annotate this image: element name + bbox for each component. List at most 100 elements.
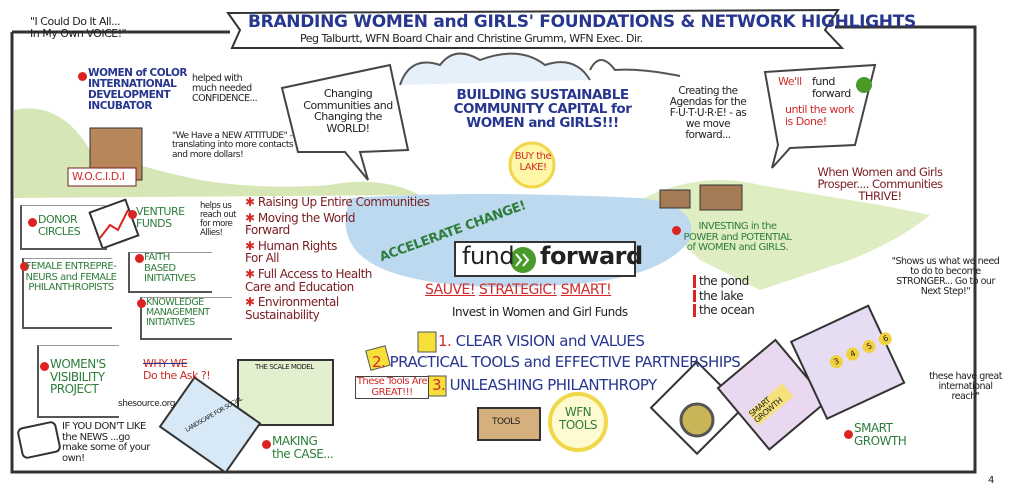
bullet-icon (262, 440, 271, 449)
asterisk-icon: ✱ (245, 195, 255, 209)
smart-growth-text: SMART GROWTH (854, 421, 907, 448)
knowledge-box (140, 297, 232, 340)
invest-funds-text: Invest in Women and Girl Funds (452, 305, 628, 319)
scale-ocean: the ocean (693, 304, 755, 317)
note-new-attitude: "We Have a NEW ATTITUDE" -translating in… (172, 131, 294, 160)
goal-item: ✱ Human Rights For All (245, 238, 345, 265)
page-number: 4 (988, 475, 994, 486)
scale-model-label: THE SCALE MODEL (255, 363, 314, 371)
bullet-icon (137, 299, 146, 308)
item-text: CLEAR VISION and VALUES (455, 332, 645, 350)
bullet-icon (40, 362, 49, 371)
logo-chevrons-glyph (515, 253, 530, 267)
helps-reach-note: helps us reach out for more Allies! (200, 201, 236, 238)
why-we-struck: WHY WE (143, 357, 188, 370)
wocidi-title: WOMEN of COLOR INTERNATIONAL DEVELOPMENT… (88, 67, 187, 113)
faith-box (128, 252, 212, 293)
chart-line (99, 209, 129, 239)
smart-word: SMART! (560, 282, 612, 298)
quote-own-voice: "I Could Do It All... In My Own VOICE!" (30, 15, 127, 40)
toolbox-label: TOOLS (492, 417, 520, 427)
item-number: 2. (372, 353, 386, 371)
logo-forward: forward (540, 242, 643, 270)
sticky-note-2 (365, 345, 391, 371)
speech-bubble-fund-forward (763, 63, 877, 169)
note-confidence: helped with much needed CONFIDENCE... (192, 73, 258, 104)
bullet-icon (128, 210, 137, 219)
goal-text: Moving the World Forward (245, 210, 355, 238)
page-title: BRANDING WOMEN and GIRLS' FOUNDATIONS & … (248, 12, 916, 32)
sauve-strategic-smart: SAUVE! STRATEGIC! SMART! (425, 282, 612, 298)
changing-communities-text: Changing Communities and Changing the WO… (303, 87, 393, 135)
womens-visibility-label: WOMEN'S VISIBILITY PROJECT (50, 357, 106, 397)
sticky-note-1 (417, 331, 437, 353)
speech-bubble-changing (280, 63, 410, 181)
item-unleashing: 3. UNLEASHING PHILANTHROPY (432, 376, 658, 394)
bullet-icon (28, 218, 37, 227)
sauve-word: SAUVE! (425, 282, 476, 298)
house-icon-2 (659, 189, 691, 209)
scales-list: the pond the lake the ocean (693, 275, 755, 317)
item-practical-tools: 2. PRACTICAL TOOLS and EFFECTIVE PARTNER… (372, 353, 741, 371)
fund-forward-we-ll: We'll (778, 75, 802, 88)
goal-text: Environmental Sustainability (245, 295, 339, 322)
frame (10, 25, 977, 474)
title-banner-shape (226, 8, 845, 49)
goal-text: Raising Up Entire Communities (257, 195, 430, 209)
item-text: PRACTICAL TOOLS and EFFECTIVE PARTNERSHI… (389, 353, 741, 371)
knowledge-management-label: KNOWLEDGE MANAGEMENT INITIATIVES (146, 297, 210, 328)
logo-chevrons-icon (510, 247, 536, 273)
sun-wfn-tools (548, 392, 608, 452)
item-number: 3. (432, 376, 446, 394)
asterisk-icon: ✱ (245, 210, 255, 225)
landscape-card (158, 376, 262, 474)
building-capital-heading: BUILDING SUSTAINABLE COMMUNITY CAPITAL f… (453, 87, 632, 132)
when-women-prosper-text: When Women and Girls Prosper.... Communi… (817, 165, 943, 204)
investing-power-text: INVESTING in the POWER and POTENTIAL of … (683, 221, 792, 253)
asterisk-icon: ✱ (245, 295, 255, 310)
tv-icon (17, 421, 61, 459)
visibility-box (37, 345, 119, 418)
international-reach-quote: these have great international reach" (929, 371, 1002, 402)
creating-agendas-text: Creating the Agendas for the F·U·T·U·R·E… (669, 85, 747, 142)
wocidi-sign-label: W.O.C.I.D.I (72, 170, 125, 183)
news-note: IF YOU DON'T LIKE the NEWS ...go make so… (62, 421, 150, 464)
cloud-2 (589, 59, 681, 77)
donor-circles-label: DONOR CIRCLES (38, 213, 81, 238)
item-text: UNLEASHING PHILANTHROPY (449, 376, 658, 394)
female-box (22, 258, 112, 329)
logo-frame (454, 241, 636, 277)
faith-based-label: FAITH BASED INITIATIVES (144, 252, 196, 284)
goal-item: ✱ Full Access to Health Care and Educati… (245, 268, 395, 293)
goal-item: ✱ Moving the World Forward (245, 210, 360, 238)
shesource-link[interactable]: shesource.org (118, 399, 175, 409)
bullet-icon (20, 262, 29, 271)
buy-lake-text: BUY the LAKE! (514, 151, 552, 173)
donor-circles-box (20, 205, 107, 250)
bullet-icon (78, 72, 87, 81)
strategy-wheel (679, 402, 715, 438)
sun-buy-lake (508, 141, 556, 189)
toolbox-icon (477, 407, 541, 441)
wocidi-sign (67, 167, 137, 187)
asterisk-icon: ✱ (245, 238, 255, 253)
goal-item: ✱ Environmental Sustainability (245, 296, 365, 321)
shows-us-quote: "Shows us what we need to do to become S… (891, 256, 1000, 297)
bullet-icon (672, 226, 681, 235)
house-icon (699, 184, 743, 211)
do-the-ask: Do the Ask ?! (143, 368, 211, 382)
tools-great-sign: These Tools Are GREAT!!! (355, 376, 429, 399)
strategic-word: STRATEGIC! (478, 282, 557, 298)
scale-pond: the pond (693, 275, 754, 288)
scale-model-card (237, 359, 334, 426)
wfn-tools-text: WFN TOOLS (558, 405, 598, 432)
bullet-icon (135, 254, 144, 263)
item-number: 1. (438, 332, 452, 350)
goal-text: Full Access to Health Care and Education (245, 266, 372, 294)
logo-mini-icon (856, 77, 872, 93)
scale-lake: the lake (693, 289, 754, 303)
fund-forward-text: fund forward (812, 75, 851, 100)
